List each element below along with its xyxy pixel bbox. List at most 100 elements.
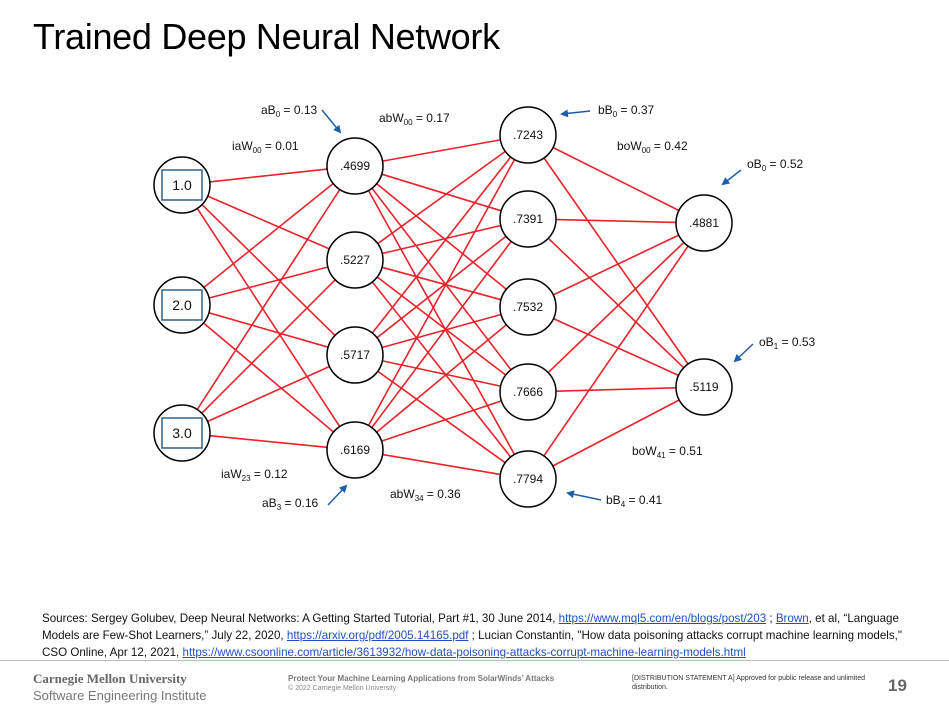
sources-text: Sources: Sergey Golubev, Deep Neural Net… [42, 612, 559, 625]
param-label-bB4: bB4 = 0.41 [606, 493, 662, 509]
connection-line [555, 387, 677, 392]
connection-line [552, 399, 680, 467]
connection-line [201, 204, 336, 336]
connection-line [208, 312, 329, 348]
input-value: 2.0 [172, 297, 192, 313]
source-link[interactable]: https://www.mql5.com/en/blogs/post/203 [558, 612, 767, 625]
param-label-iaW00: iaW00 = 0.01 [232, 139, 299, 155]
connection-lines [196, 139, 689, 476]
connection-line [547, 237, 685, 369]
connection-line [552, 234, 680, 296]
connection-line [377, 150, 506, 245]
output-node: .4881 [675, 194, 733, 252]
node-value: .4699 [340, 159, 370, 173]
param-label-abW34: abW34 = 0.36 [390, 487, 461, 503]
connection-line [207, 365, 330, 423]
distribution-statement: [DISTRIBUTION STATEMENT A] Approved for … [632, 675, 866, 691]
connection-line [543, 245, 689, 457]
connection-line [202, 322, 335, 433]
hidden-node-b: .7794 [499, 450, 557, 508]
connection-line [376, 235, 507, 339]
node-value: .7666 [513, 385, 543, 399]
hidden-node-a: .5717 [326, 326, 384, 384]
node-value: .7243 [513, 128, 543, 142]
input-node: 1.0 [153, 156, 211, 214]
connection-line [547, 241, 685, 374]
sources-citation: Sources: Sergey Golubev, Deep Neural Net… [42, 610, 922, 661]
connection-line [381, 400, 502, 442]
connection-line [209, 168, 328, 183]
neural-network-diagram: 1.0 2.0 3.0 .4699 .5227 .5717 .6169 .724… [153, 103, 815, 512]
bias-arrow-icon [327, 484, 348, 506]
output-node: .5119 [675, 358, 733, 416]
connection-line [381, 173, 502, 212]
input-node: 3.0 [153, 404, 211, 462]
hidden-node-a: .6169 [326, 421, 384, 479]
connection-line [209, 434, 328, 449]
param-label-iaW23: iaW23 = 0.12 [221, 467, 288, 483]
bias-arrow-icon [733, 343, 754, 363]
node-value: .7391 [513, 212, 543, 226]
connection-line [371, 281, 512, 458]
connection-line [382, 360, 501, 387]
connection-line [382, 224, 501, 255]
connection-line [381, 266, 502, 301]
sources-text: , et al, “Language Models are Few-Shot L… [42, 612, 899, 642]
connection-line [381, 313, 502, 349]
node-value: .5227 [340, 253, 370, 267]
param-label-oB1: oB1 = 0.53 [759, 335, 815, 351]
hidden-node-a: .5227 [326, 231, 384, 289]
bias-arrow-icon [721, 169, 742, 186]
connection-line [382, 453, 501, 476]
node-value: .7532 [513, 300, 543, 314]
connection-line [196, 207, 341, 428]
hidden-node-b: .7532 [499, 278, 557, 336]
source-link[interactable]: Brown [775, 612, 809, 625]
connection-line [207, 195, 330, 250]
node-value: .4881 [689, 216, 719, 230]
connection-line [367, 190, 516, 455]
input-value: 1.0 [172, 177, 192, 193]
connection-line [382, 139, 501, 162]
hidden-node-a: .4699 [326, 137, 384, 195]
param-label-boW00: boW00 = 0.42 [617, 139, 688, 155]
bias-arrow-icon [560, 109, 591, 118]
connection-line [552, 146, 680, 212]
connection-line [196, 189, 341, 410]
connection-line [376, 324, 507, 433]
param-label-aB0: aB0 = 0.13 [261, 103, 317, 119]
source-link[interactable]: https://arxiv.org/pdf/2005.14165.pdf [286, 629, 469, 642]
connection-line [203, 182, 334, 289]
university-name: Carnegie Mellon University [33, 671, 187, 686]
talk-title: Protect Your Machine Learning Applicatio… [288, 674, 555, 683]
bias-arrow-icon [566, 490, 602, 501]
node-value: .7794 [513, 472, 543, 486]
sources-text: ; [766, 612, 776, 625]
copyright-notice: © 2022 Carnegie Mellon University [288, 685, 397, 692]
input-value: 3.0 [172, 425, 192, 441]
hidden-node-b: .7666 [499, 363, 557, 421]
connection-line [371, 187, 512, 371]
connection-line [367, 159, 516, 426]
connection-line [377, 370, 506, 464]
sources-text: ; Lucian Constantin, "How data poisoning… [42, 629, 903, 659]
footer-divider [0, 660, 949, 661]
node-value: .6169 [340, 443, 370, 457]
bias-arrow-icon [321, 109, 342, 134]
connection-line [376, 183, 507, 290]
param-label-bB0: bB0 = 0.37 [598, 103, 654, 119]
input-node: 2.0 [153, 276, 211, 334]
source-link[interactable]: https://www.csoonline.com/article/361393… [182, 646, 746, 659]
connection-line [201, 279, 336, 414]
connection-line [543, 157, 689, 365]
param-label-oB0: oB0 = 0.52 [747, 157, 803, 173]
connection-line [371, 240, 512, 429]
node-value: .5119 [689, 380, 718, 394]
slide-title: Trained Deep Neural Network [33, 16, 500, 57]
hidden-node-b: .7243 [499, 106, 557, 164]
page-number: 19 [888, 676, 907, 695]
connection-line [208, 266, 329, 299]
connection-line [553, 317, 679, 377]
connection-line [376, 276, 507, 376]
hidden-node-b: .7391 [499, 190, 557, 248]
